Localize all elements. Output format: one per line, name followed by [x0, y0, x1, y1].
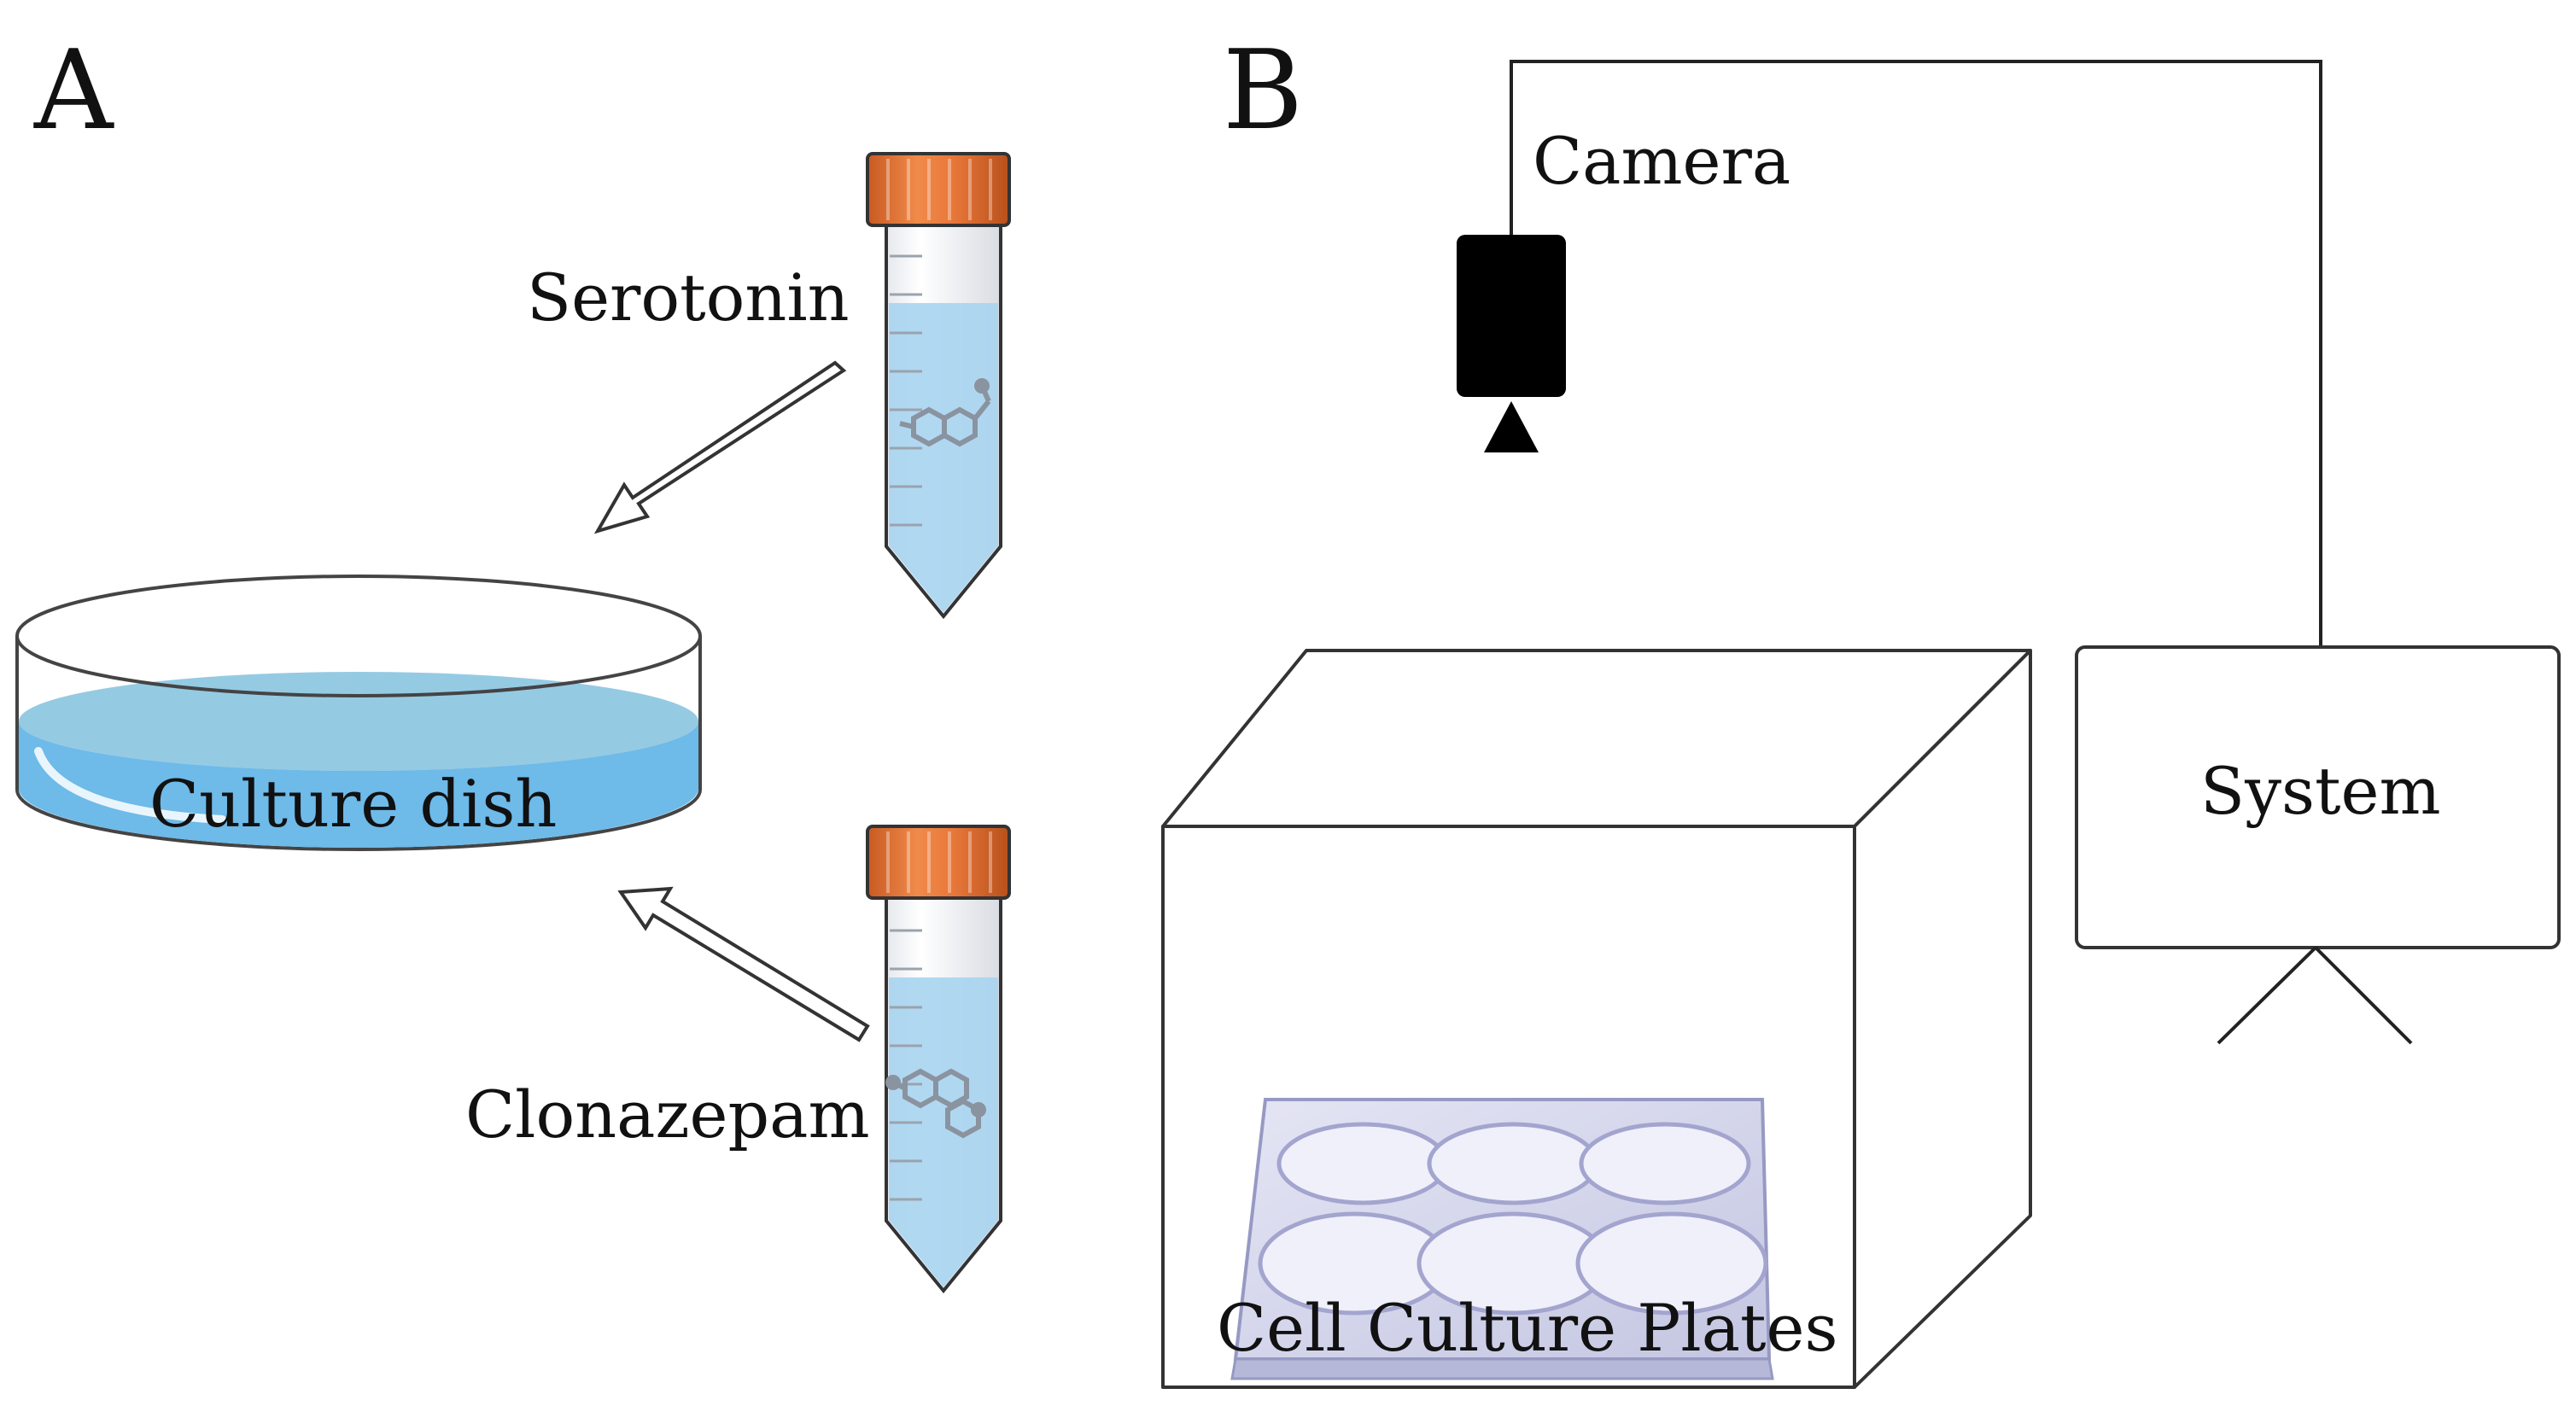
serotonin-label: Serotonin	[527, 260, 850, 335]
camera-label: Camera	[1533, 123, 1790, 199]
arrow-clonazepam-to-dish	[617, 886, 870, 1042]
clonazepam-label: Clonazepam	[465, 1076, 870, 1152]
serotonin-tube-icon	[866, 152, 1011, 620]
panel-letter-b: B	[1223, 27, 1303, 155]
connection-cable	[1510, 60, 2322, 647]
system-label: System	[2200, 753, 2441, 829]
camera-icon	[1457, 235, 1566, 452]
cell-culture-plates-label: Cell Culture Plates	[1217, 1290, 1838, 1366]
monitor-icon	[2075, 645, 2561, 1045]
clonazepam-tube-icon	[866, 825, 1011, 1294]
arrow-serotonin-to-dish	[593, 360, 847, 534]
culture-dish-label: Culture dish	[149, 766, 557, 842]
molecule-icon	[899, 378, 991, 447]
well-plate-icon	[1230, 1098, 1774, 1380]
panel-letter-a: A	[33, 27, 114, 155]
molecule-icon	[885, 1068, 986, 1139]
culture-dish-icon	[15, 575, 702, 851]
